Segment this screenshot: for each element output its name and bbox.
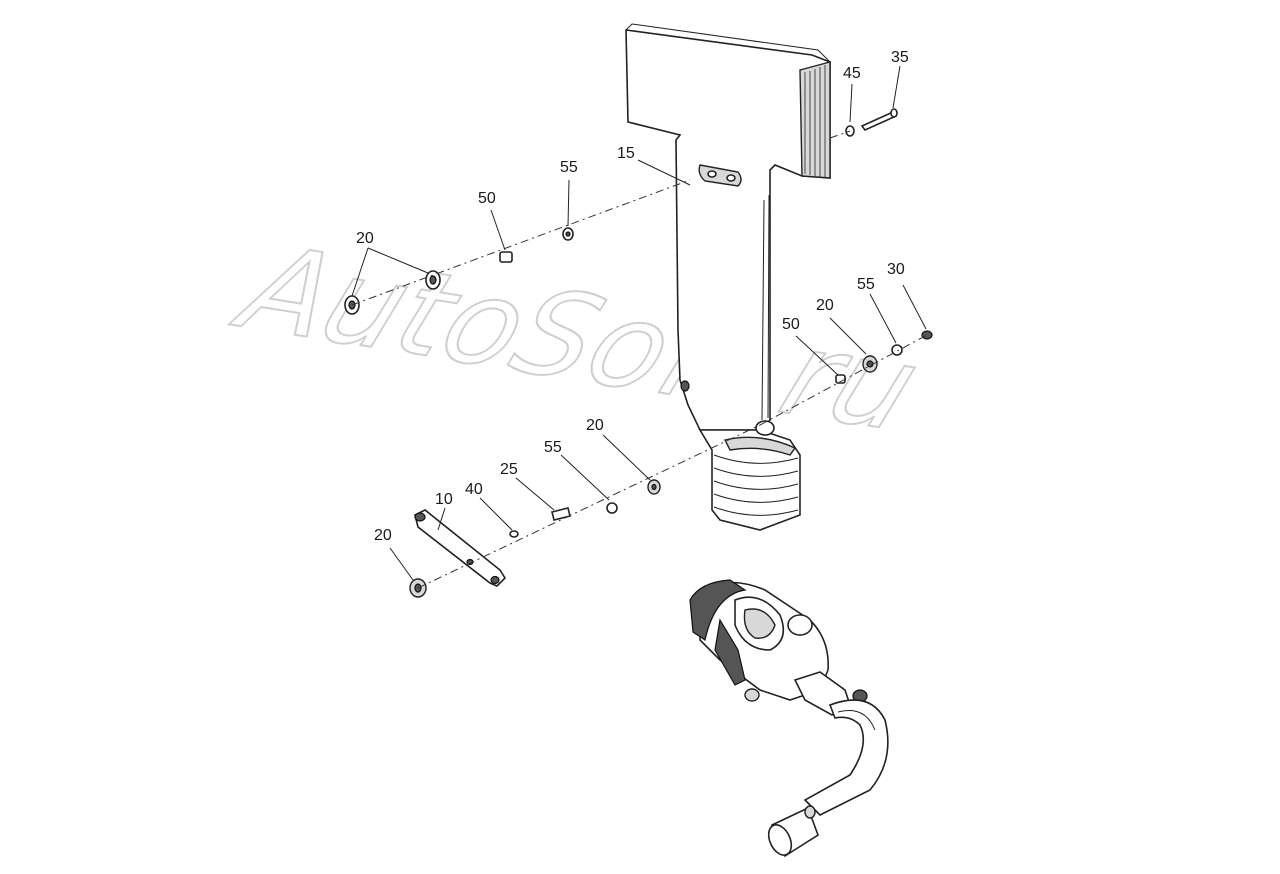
bolt-30	[921, 330, 933, 340]
callout-labels: 35 45 15 55 50 20 30 55 20 50 20 55 25 4…	[356, 49, 909, 544]
callout-35: 35	[891, 49, 909, 66]
callout-20-lower: 20	[586, 417, 604, 434]
watermark: AutoSoft.ru	[218, 220, 937, 457]
mounting-bracket	[414, 509, 507, 587]
callout-55-right: 55	[857, 276, 875, 293]
hardware-lower-row	[409, 479, 661, 598]
callout-45: 45	[843, 65, 861, 82]
callout-55-lower: 55	[544, 439, 562, 456]
washer-55-b	[891, 344, 903, 356]
callout-30: 30	[887, 261, 905, 278]
callout-20-right: 20	[816, 297, 834, 314]
callout-20-bottom: 20	[374, 527, 392, 544]
callout-55-upper: 55	[560, 159, 578, 176]
callout-50-right: 50	[782, 316, 800, 333]
callout-25: 25	[500, 461, 518, 478]
hardware-upper-row	[344, 227, 574, 315]
washer-40	[509, 530, 519, 538]
air-intake-duct	[625, 23, 831, 531]
bolt-25	[551, 507, 571, 521]
washer-55-c	[606, 502, 618, 514]
hardware-right-row	[835, 108, 933, 384]
leader-lines	[351, 65, 927, 581]
callout-15: 15	[617, 145, 635, 162]
callout-40: 40	[465, 481, 483, 498]
callout-50-upper: 50	[478, 190, 496, 207]
spacer-50-a	[499, 251, 513, 263]
assembly-axes	[351, 130, 928, 589]
callout-20-upper: 20	[356, 230, 374, 247]
air-filter-assembly	[689, 579, 889, 858]
callout-10: 10	[435, 491, 453, 508]
